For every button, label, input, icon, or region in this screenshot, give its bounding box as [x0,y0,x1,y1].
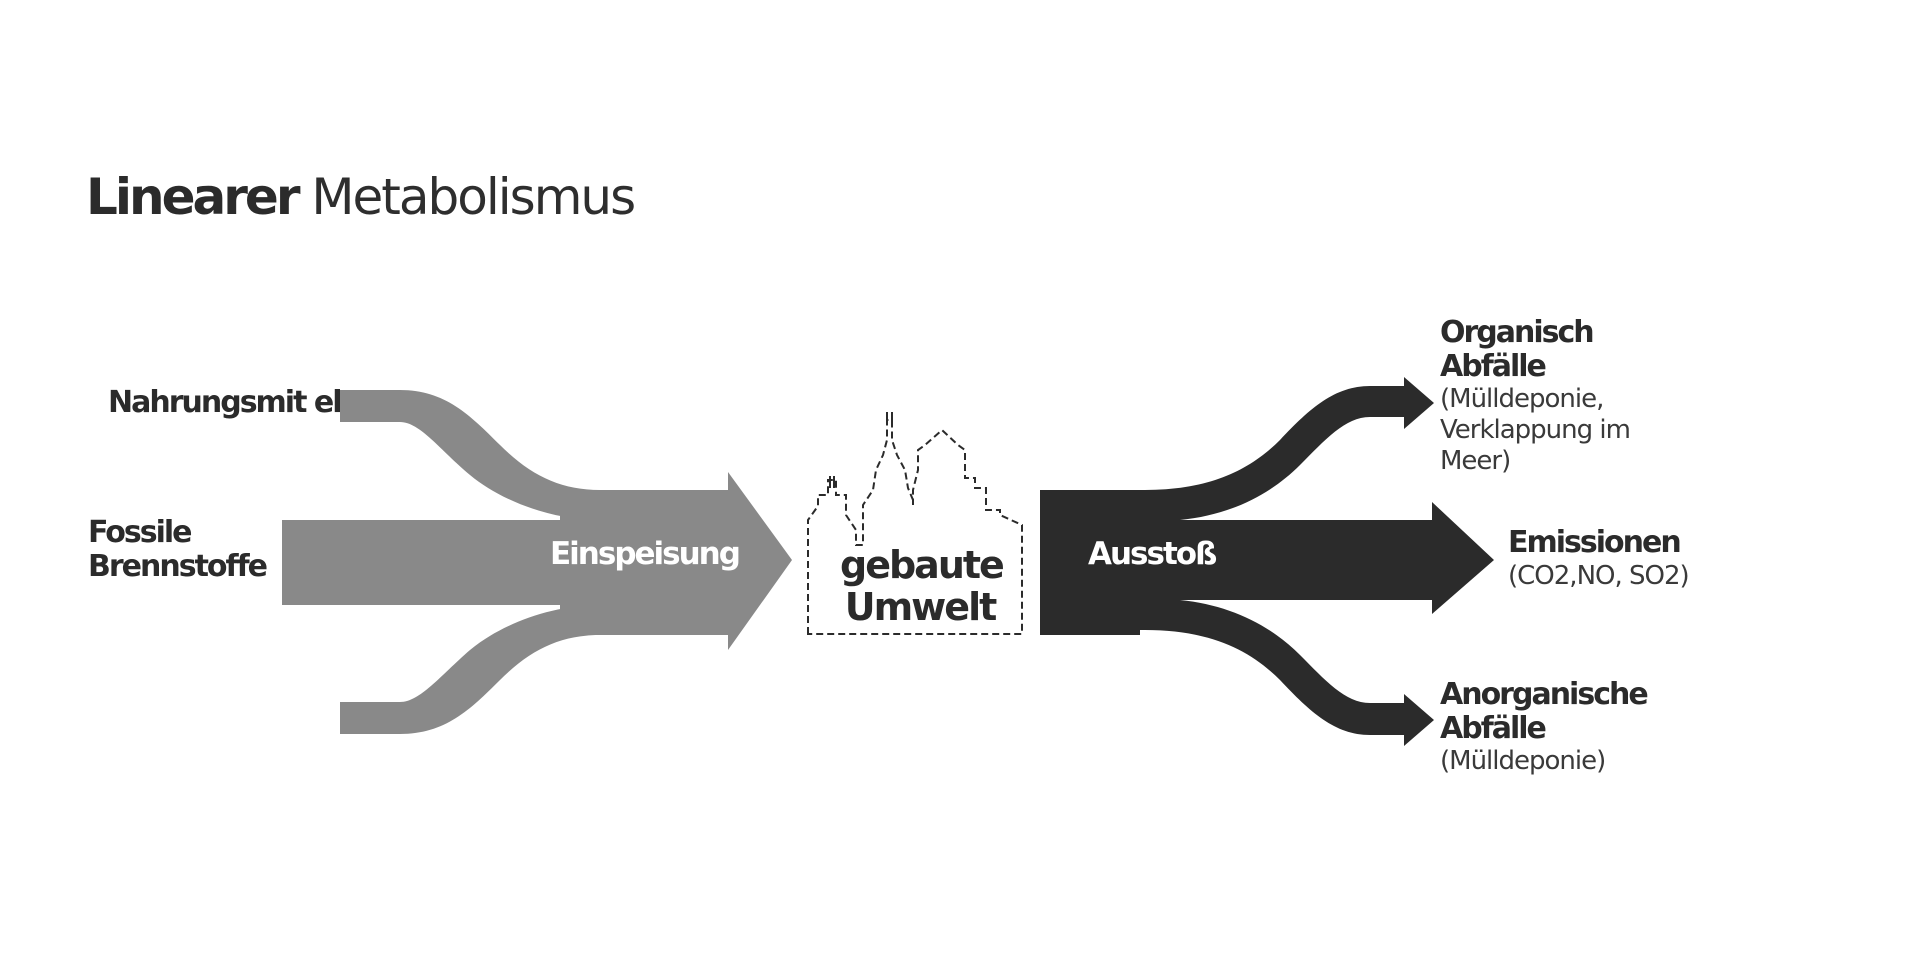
input-main-arrow [282,472,792,650]
output-flow-label: Ausstoß [1088,536,1217,572]
input-label-food: Nahrungsmit el [108,385,343,420]
center-label-line1: gebaute [840,543,1005,587]
input-label-fossil: Fossile Brennstoffe [88,515,268,584]
built-environment-label: gebaute Umwelt [840,543,1005,629]
output-emissions-title: Emissionen [1508,525,1682,560]
organic-sub-line1: (Mülldeponie, [1440,384,1604,414]
output-emissions-sub: (CO2,NO, SO2) [1508,561,1690,591]
input-label-fossil-line1: Fossile [88,515,193,550]
input-branch-bottom [340,605,600,734]
title-bold: Linearer [86,168,300,226]
center-label-line2: Umwelt [844,585,998,629]
input-branch-top [340,390,600,520]
output-branch-top [1040,377,1434,520]
diagram-title: Linearer Metabolismus [86,168,636,226]
output-organic-sub: (Mülldeponie, Verklappung im Meer) [1440,384,1631,477]
input-flow [282,390,792,734]
output-branch-bottom [1040,600,1434,746]
organic-title-line1: Organisch [1440,315,1595,350]
city-outline [807,419,1023,635]
organic-sub-line3: Meer) [1440,446,1511,476]
output-inorganic-sub: (Mülldeponie) [1440,746,1606,776]
output-flow [1040,377,1494,746]
input-label-fossil-line2: Brennstoffe [88,549,268,584]
inorganic-title-line2: Abfälle [1440,711,1547,746]
input-flow-label: Einspeisung [550,536,741,572]
output-organic-title: Organisch Abfälle [1440,315,1595,384]
organic-sub-line2: Verklappung im [1440,415,1631,445]
title-light: Metabolismus [311,168,636,226]
inorganic-title-line1: Anorganische [1440,677,1649,712]
organic-title-line2: Abfälle [1440,349,1547,384]
output-main-arrow [1040,490,1494,635]
output-inorganic-title: Anorganische Abfälle [1440,677,1649,746]
